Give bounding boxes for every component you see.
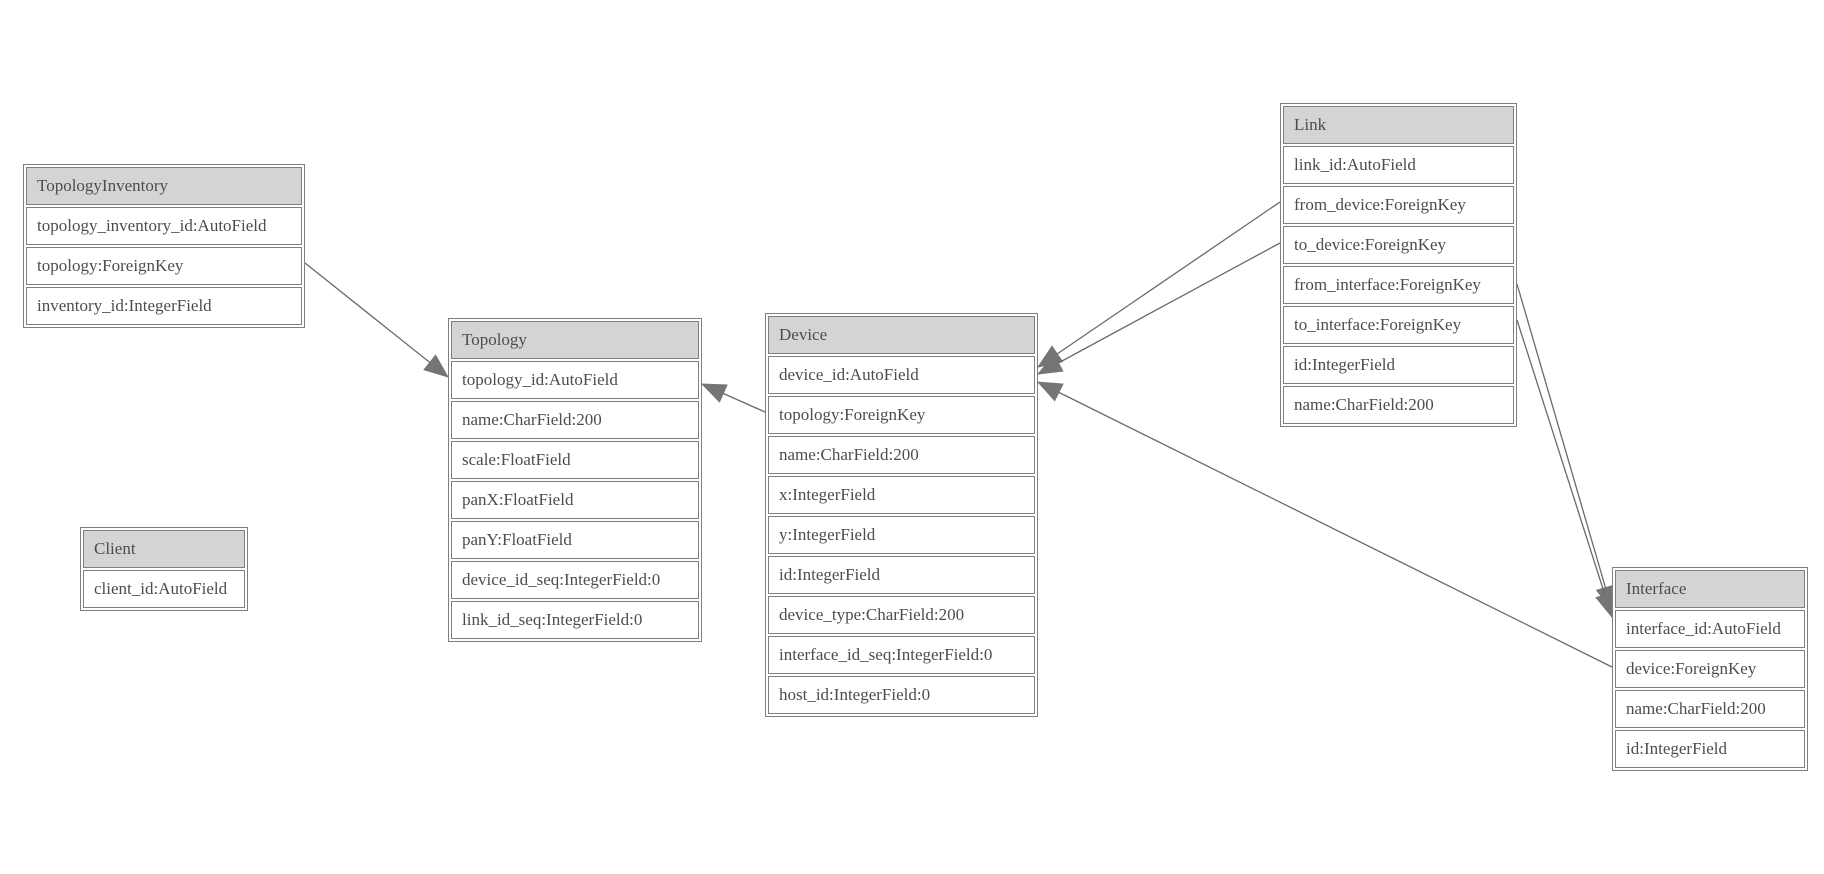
entity-title-interface: Interface bbox=[1615, 570, 1805, 608]
field-row: y:IntegerField bbox=[768, 516, 1035, 554]
entity-title-topologyinventory: TopologyInventory bbox=[26, 167, 302, 205]
field-row: to_device:ForeignKey bbox=[1283, 226, 1514, 264]
edge-device-topology bbox=[700, 383, 766, 413]
entity-title-topology: Topology bbox=[451, 321, 699, 359]
field-row: client_id:AutoField bbox=[83, 570, 245, 608]
field-row: device:ForeignKey bbox=[1615, 650, 1805, 688]
field-row: name:CharField:200 bbox=[768, 436, 1035, 474]
entity-link: Link link_id:AutoField from_device:Forei… bbox=[1280, 103, 1517, 427]
entity-title-client: Client bbox=[83, 530, 245, 568]
field-row: link_id_seq:IntegerField:0 bbox=[451, 601, 699, 639]
field-row: from_interface:ForeignKey bbox=[1283, 266, 1514, 304]
field-row: interface_id:AutoField bbox=[1615, 610, 1805, 648]
field-row: host_id:IntegerField:0 bbox=[768, 676, 1035, 714]
field-row: id:IntegerField bbox=[768, 556, 1035, 594]
edge-link-tointerface-interface bbox=[1516, 319, 1615, 619]
field-row: to_interface:ForeignKey bbox=[1283, 306, 1514, 344]
field-row: x:IntegerField bbox=[768, 476, 1035, 514]
edge-link-fromdevice-device bbox=[1036, 201, 1281, 368]
field-row: scale:FloatField bbox=[451, 441, 699, 479]
field-row: name:CharField:200 bbox=[1615, 690, 1805, 728]
field-row: topology_id:AutoField bbox=[451, 361, 699, 399]
edge-topologyinventory-topology bbox=[304, 262, 449, 378]
field-row: inventory_id:IntegerField bbox=[26, 287, 302, 325]
edge-interface-device bbox=[1036, 381, 1613, 668]
field-row: link_id:AutoField bbox=[1283, 146, 1514, 184]
entity-title-link: Link bbox=[1283, 106, 1514, 144]
field-row: from_device:ForeignKey bbox=[1283, 186, 1514, 224]
entity-topologyinventory: TopologyInventory topology_inventory_id:… bbox=[23, 164, 305, 328]
entity-device: Device device_id:AutoField topology:Fore… bbox=[765, 313, 1038, 717]
edge-link-frominterface-interface bbox=[1516, 283, 1615, 612]
field-row: id:IntegerField bbox=[1283, 346, 1514, 384]
field-row: name:CharField:200 bbox=[1283, 386, 1514, 424]
field-row: device_id_seq:IntegerField:0 bbox=[451, 561, 699, 599]
entity-topology: Topology topology_id:AutoField name:Char… bbox=[448, 318, 702, 642]
entity-interface: Interface interface_id:AutoField device:… bbox=[1612, 567, 1808, 771]
field-row: device_id:AutoField bbox=[768, 356, 1035, 394]
field-row: panX:FloatField bbox=[451, 481, 699, 519]
entity-client: Client client_id:AutoField bbox=[80, 527, 248, 611]
field-row: name:CharField:200 bbox=[451, 401, 699, 439]
field-row: panY:FloatField bbox=[451, 521, 699, 559]
field-row: interface_id_seq:IntegerField:0 bbox=[768, 636, 1035, 674]
entity-title-device: Device bbox=[768, 316, 1035, 354]
field-row: id:IntegerField bbox=[1615, 730, 1805, 768]
field-row: topology_inventory_id:AutoField bbox=[26, 207, 302, 245]
edge-link-todevice-device bbox=[1036, 242, 1281, 375]
field-row: topology:ForeignKey bbox=[768, 396, 1035, 434]
field-row: topology:ForeignKey bbox=[26, 247, 302, 285]
field-row: device_type:CharField:200 bbox=[768, 596, 1035, 634]
